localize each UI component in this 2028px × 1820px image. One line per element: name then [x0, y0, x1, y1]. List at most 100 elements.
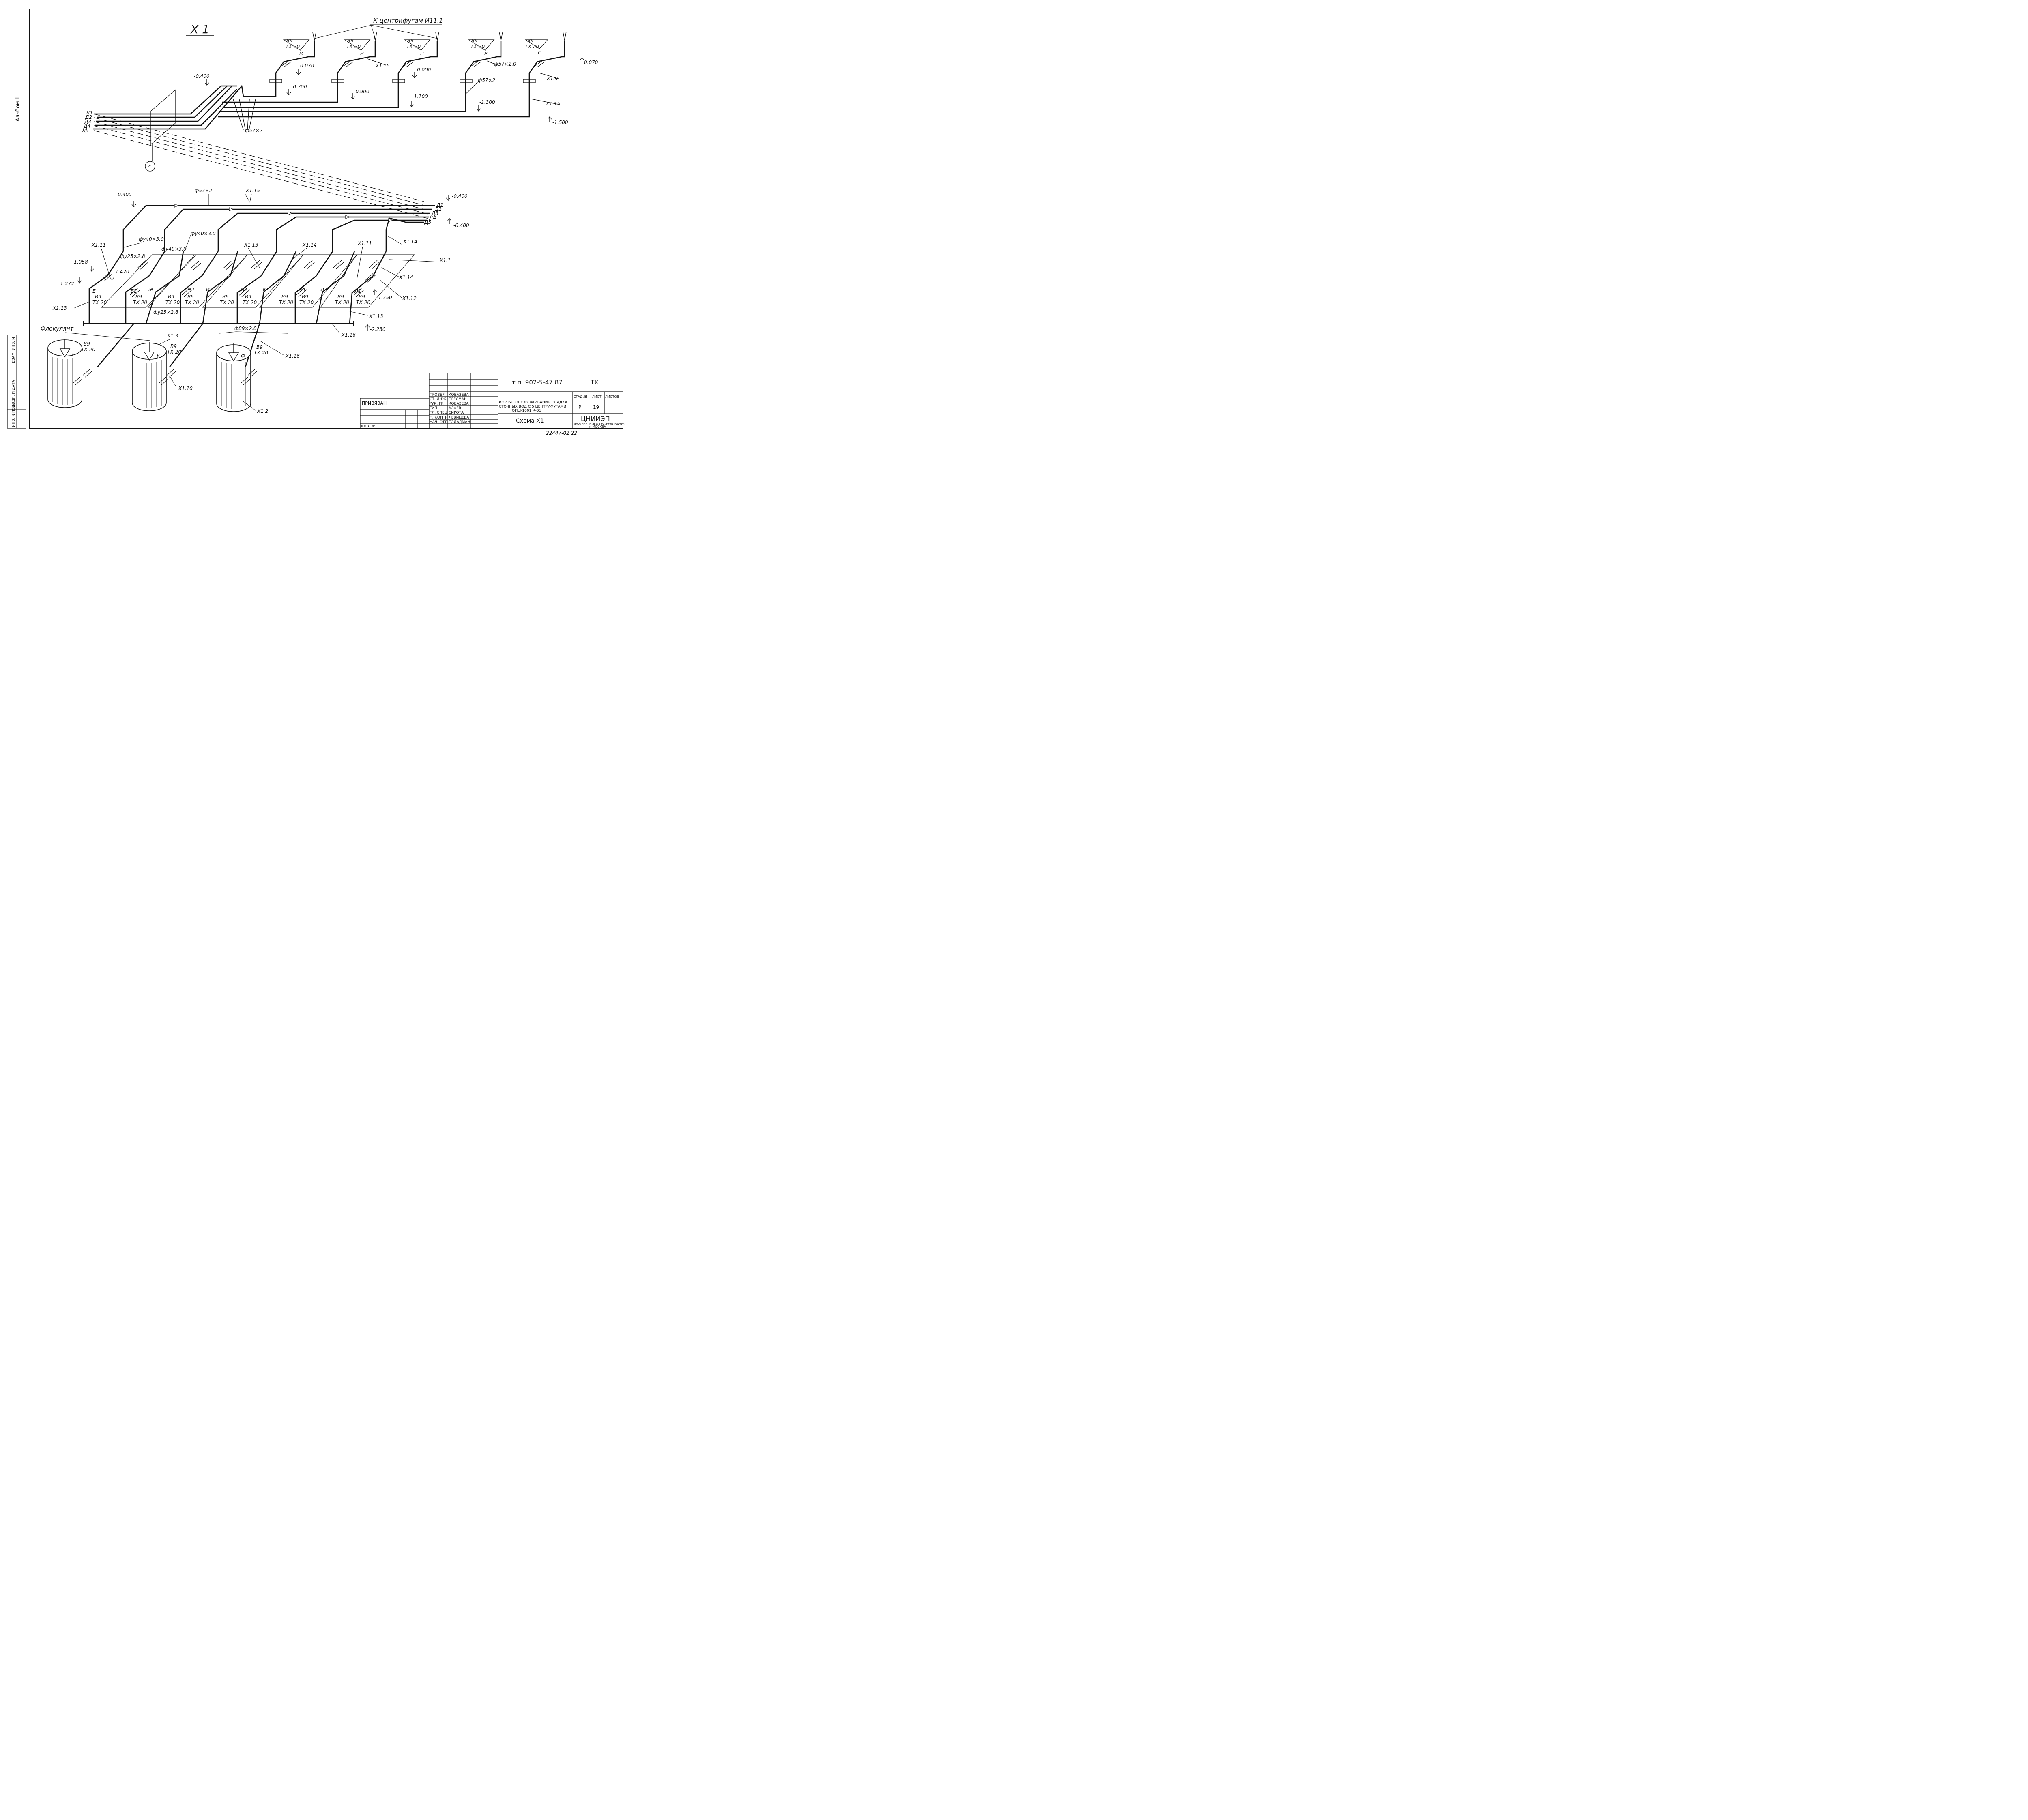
stage-value: Р — [578, 404, 581, 410]
vs-8: ТХ-20 — [299, 300, 314, 305]
vs-9: ТХ-20 — [335, 300, 350, 305]
d-u3: Д3 — [84, 119, 91, 124]
sheet-title: Схема X1 — [516, 418, 544, 424]
name-3: КОБАЗЕВА — [449, 402, 469, 406]
lower-top-labels: -0.400 ф57×2 Х1.15 -0.400 -0.400 Д1 Д2 Д… — [116, 188, 469, 228]
role-5: ГЛ. СПЕЦ. — [430, 411, 449, 415]
elev-u8: 0.070 — [584, 60, 598, 65]
tank2-sub: ТХ-20 — [167, 349, 182, 355]
vs-3: ТХ-20 — [165, 300, 180, 305]
vl-6: Н1 — [241, 287, 248, 292]
vl-5: И — [206, 287, 210, 292]
vt-5: В9 — [222, 294, 229, 300]
lower-pipe-labels: фу40×3.0 фу40×3.0 фу40×3.0 фу25×2.8 фу25… — [120, 231, 257, 331]
title-block — [360, 373, 623, 429]
inv-label: ИНВ. N: — [361, 425, 375, 429]
d-l1: Д1 — [436, 202, 443, 208]
branch-sub-3: ТХ-20 — [406, 44, 421, 49]
schematic-drawing: ИНВ. N ПОДЛ. ПОДП. И ДАТА ВЗАМ. ИНВ. N А… — [7, 9, 625, 436]
role-1: ПРОВЕР. — [430, 393, 445, 397]
vs-6: ТХ-20 — [243, 300, 257, 305]
branch-tag-4: В9 — [471, 38, 478, 43]
name-6: ЛЕВИЦЕВА — [449, 416, 469, 420]
vs-7: ТХ-20 — [279, 300, 294, 305]
xl-11: Х1.16 — [341, 332, 356, 338]
vt-10: В9 — [359, 294, 365, 300]
branch-tag-2: В9 — [347, 38, 354, 43]
xl-5: Х1.14 — [403, 239, 417, 245]
d-l2: Д2 — [434, 206, 442, 212]
vt-6: В9 — [245, 294, 251, 300]
vs-10: ТХ-20 — [356, 300, 371, 305]
pipe-u3: ф57×2 — [478, 77, 495, 83]
branch-sub-5: ТХ-20 — [525, 44, 539, 49]
name-4: АЛАЕВ — [449, 406, 461, 410]
branch-letter-4: Р — [484, 51, 488, 56]
branch-letter-3: П — [420, 51, 424, 56]
stage-header: СТАДИЯ — [574, 395, 587, 399]
xl-14: Х1.10 — [178, 386, 193, 391]
role-4: ГИП — [430, 406, 437, 410]
centrifuge-note: К центрифугам И11.1 — [373, 17, 443, 24]
xl-12: Х1.16 — [285, 353, 300, 359]
vt-2: В9 — [135, 294, 142, 300]
tank1-sub: ТХ-20 — [81, 347, 96, 352]
xl-2: Х1.13 — [244, 242, 258, 248]
drawing-frame — [29, 9, 623, 429]
elev-l3: -1.272 — [58, 281, 74, 287]
name-5: СИРОТА — [449, 411, 464, 415]
elev-u3: -0.900 — [354, 89, 370, 94]
elev-u9: -1.500 — [552, 120, 568, 125]
xl-15: Х1.2 — [257, 408, 268, 414]
elev-l-top2: -0.400 — [452, 193, 468, 199]
xl-3: Х1.14 — [302, 242, 317, 248]
branch-letter-5: С — [538, 50, 541, 56]
desc-3: ОГШ-1001 К-01 — [512, 409, 541, 413]
vl-3: Ж — [148, 287, 154, 292]
branch-sub-1: ТХ-20 — [286, 44, 300, 49]
elev-u1: -0.400 — [194, 73, 210, 79]
tank3-tag: В9 — [256, 344, 263, 350]
xl-6: Х1.1 — [439, 258, 451, 263]
doc-code: т.п. 902-5-47.87 — [512, 379, 563, 386]
pipe-u1: Х1.15 — [375, 63, 390, 69]
pipe-l3: фу40×3.0 — [161, 246, 187, 252]
xl-10: Х1.13 — [52, 305, 67, 311]
vt-7: В9 — [281, 294, 288, 300]
branch-letter-1: М — [299, 51, 304, 56]
branch-tag-3: В9 — [407, 38, 414, 43]
elev-l-top1: -0.400 — [116, 192, 132, 197]
org-city: г. МОСКВА — [589, 425, 606, 429]
vl-9: Л — [320, 287, 324, 292]
elev-u5: -1.300 — [479, 99, 495, 105]
xl-8: Х1.12 — [402, 296, 417, 301]
side-label-1: ИНВ. N ПОДЛ. — [12, 400, 16, 427]
side-label-3: ВЗАМ. ИНВ. N — [12, 337, 16, 363]
section-marker: 4 — [148, 164, 151, 170]
tank1-letter: Т — [71, 351, 75, 356]
tank3-letter: Ф — [241, 353, 245, 359]
tank2-letter: У — [157, 353, 160, 359]
pipe-u5: Х1.15 — [546, 101, 560, 107]
tank1-tag: В9 — [84, 341, 90, 347]
name-7: ГОЛЬДМАН — [449, 420, 470, 424]
d-u5: Д5 — [82, 128, 89, 133]
name-2: ПРЕСМАН — [449, 397, 467, 401]
branch-letter-2: Н — [360, 51, 364, 56]
vs-5: ТХ-20 — [220, 300, 234, 305]
album-label: Альбом II — [15, 97, 21, 122]
xlabel-l-top: Х1.15 — [245, 188, 260, 193]
desc-2: СТОЧНЫХ ВОД С 5 ЦЕНТРИФУГАМИ — [499, 405, 566, 409]
elev-u7: 0.000 — [417, 67, 431, 73]
doc-mark: ТХ — [590, 379, 598, 386]
lower-valve-labels: Е Е1 Ж Ж1 И Н1 К К1 Л Л1 В9 ТХ-20 В9 ТХ-… — [92, 287, 371, 305]
sheet-value: 19 — [593, 404, 599, 410]
pipe-u2: ф57×2.0 — [494, 61, 516, 67]
role-7: НАЧ. ОТД. — [430, 420, 449, 424]
elev-l-top3: -0.400 — [453, 223, 469, 228]
name-1: КОБАЗЕВА — [449, 393, 469, 397]
branch-tag-1: В9 — [286, 38, 293, 43]
upper-d-labels: Д1 Д2 Д3 Д4 Д5 4 — [82, 110, 151, 170]
role-2: СТ. ИНЖ. — [430, 397, 447, 401]
branch-sub-2: ТХ-20 — [346, 44, 361, 49]
